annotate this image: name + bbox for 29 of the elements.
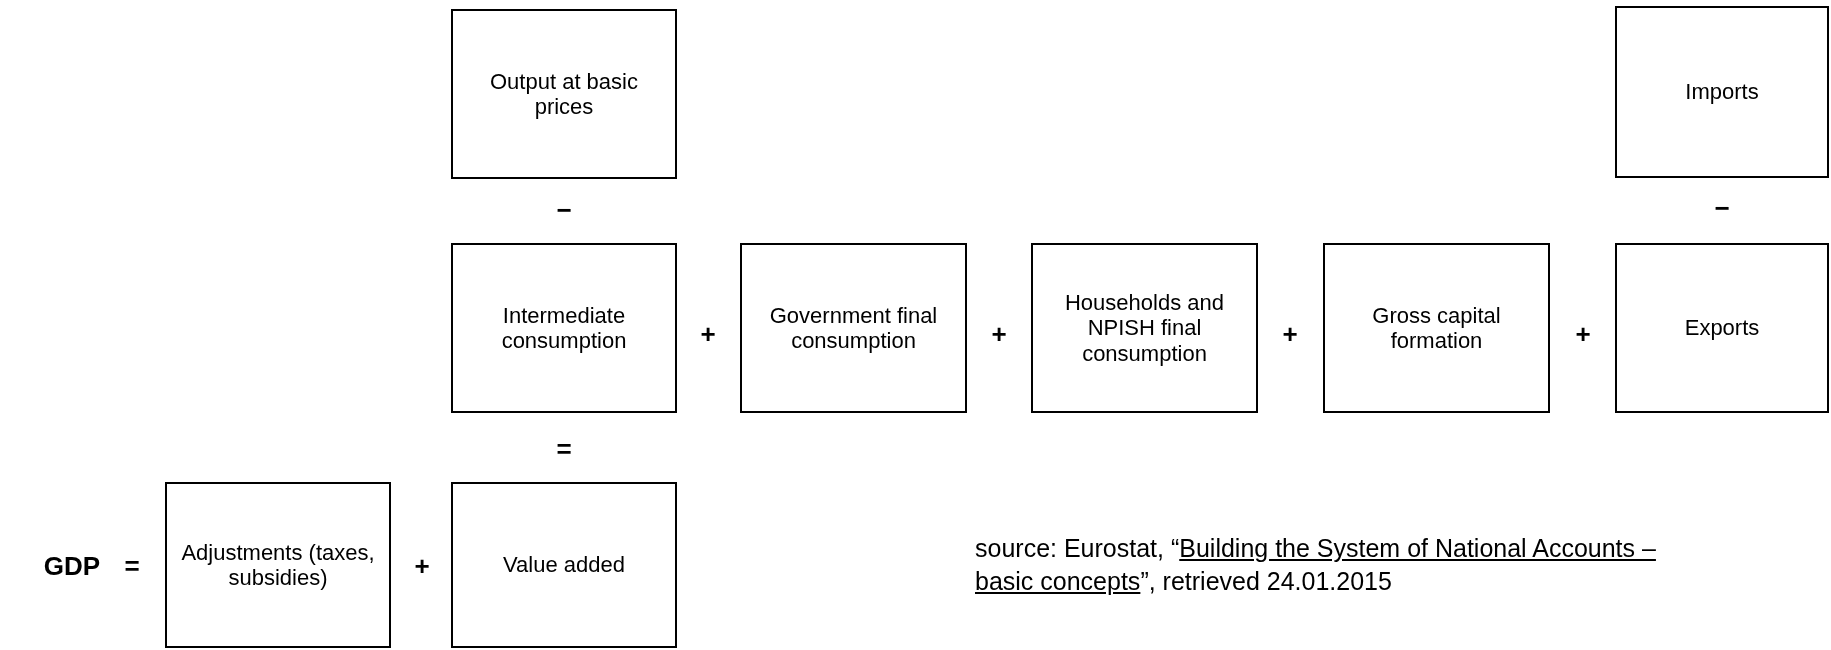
text-box [1031,243,1258,413]
box-label: Gross capital formation [1371,302,1502,354]
plus-sign: + [1282,318,1298,350]
text-box [1323,243,1550,413]
box-label: Value added [502,552,626,578]
box-label: Output at basic prices [489,68,639,120]
minus-sign: − [1714,192,1730,224]
text-box [451,243,677,413]
text-box [1615,6,1829,178]
plus-sign: + [414,550,430,582]
text-box [740,243,967,413]
minus-sign: − [556,194,572,226]
source-note: source: Eurostat, “Building the System of National Accounts – basic concepts”, retrieved 24.01.2015 [975,533,1657,597]
box-label: Households and NPISH final consumption [1064,290,1225,366]
box-label: Government final consumption [768,302,939,354]
text-box [451,9,677,179]
box-label: Exports [1683,315,1761,341]
box-label: Intermediate consumption [500,302,628,354]
box-label: Imports [1684,79,1760,105]
plus-sign: + [991,318,1007,350]
plus-sign: + [1575,318,1591,350]
text-box [1615,243,1829,413]
equals-sign: = [556,433,572,465]
text-box [451,482,677,648]
text-box [165,482,391,648]
box-label: Adjustments (taxes, subsidies) [180,539,376,591]
formula-term: GDP [43,550,101,582]
plus-sign: + [700,318,716,350]
equals-sign: = [124,550,140,582]
